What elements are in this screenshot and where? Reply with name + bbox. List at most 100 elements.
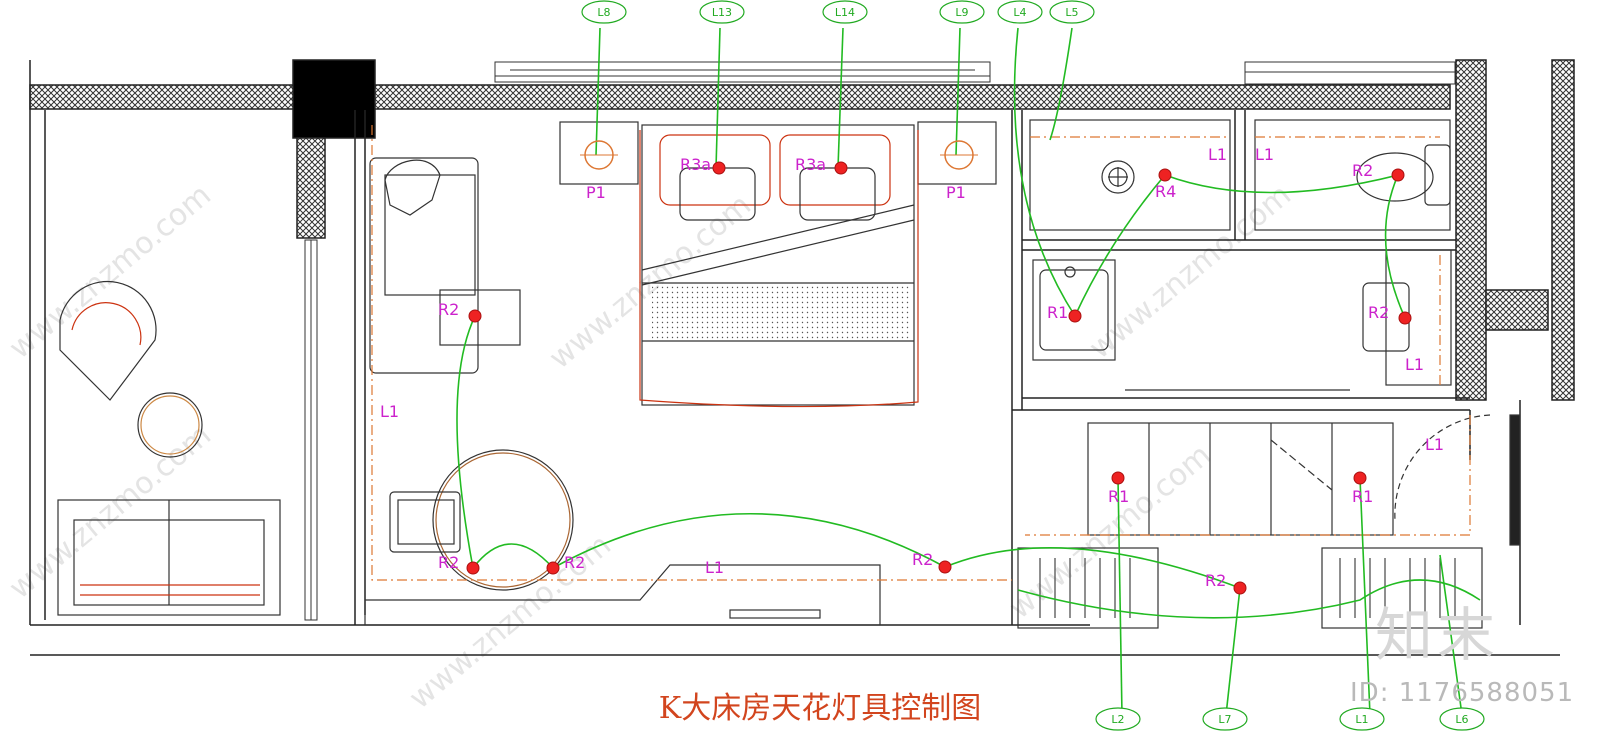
label-l1: L1: [1425, 435, 1444, 454]
round-table-icon: [432, 449, 574, 591]
wire-l8: [595, 27, 601, 156]
tag-l2-text: L2: [1111, 713, 1124, 726]
window-frames: [304, 61, 1456, 621]
wire-bath: [1074, 173, 1406, 319]
label-l1: L1: [1405, 355, 1424, 374]
right-wall-stub: [1551, 59, 1575, 401]
toilet-icon: [1356, 144, 1451, 206]
label-r4: R4: [1155, 182, 1176, 201]
watermark-layer: www.znzmo.com www.znzmo.com www.znzmo.co…: [3, 178, 1298, 717]
right-wall: [1455, 59, 1487, 401]
label-p1: P1: [586, 183, 606, 202]
column-block: [292, 59, 376, 139]
tag-l13: L13: [699, 0, 745, 24]
walls: [29, 59, 1575, 656]
right-wall-lower: [1485, 289, 1549, 331]
wire-l6: [1439, 554, 1463, 716]
fixture-symbols: [466, 140, 1412, 595]
downlight-dot: [468, 309, 482, 323]
downlight-dot: [1353, 471, 1367, 485]
wire-l5: [1049, 27, 1073, 141]
watermark-text: www.znzmo.com: [3, 418, 218, 607]
tag-l5: L5: [1049, 0, 1095, 24]
downlight-dot: [834, 161, 848, 175]
label-l1: L1: [705, 558, 724, 577]
tag-l7: L7: [1202, 707, 1248, 731]
label-r2: R2: [564, 553, 585, 572]
downlight-dot: [466, 561, 480, 575]
label-r1: R1: [1047, 303, 1068, 322]
top-wall: [29, 84, 1451, 110]
downlight-dot: [1233, 581, 1247, 595]
light-strips: [371, 125, 1471, 581]
nightstand-left: [559, 121, 639, 185]
tag-l4: L4: [997, 0, 1043, 24]
chair-icon: [384, 159, 441, 216]
left-partition-wall: [296, 137, 326, 239]
wire-l13: [715, 27, 721, 169]
wire-l1: [1359, 477, 1371, 716]
balcony-furniture: [57, 280, 281, 616]
tag-l6-text: L6: [1455, 713, 1468, 726]
image-id-label: ID: 1176588051: [1350, 678, 1575, 708]
tag-l14-text: L14: [835, 6, 855, 19]
label-p1: P1: [946, 183, 966, 202]
bathroom-fixtures: [1029, 119, 1452, 391]
sofa-icon: [369, 157, 479, 374]
tag-l8-text: L8: [597, 6, 610, 19]
sink-icon: [1032, 259, 1116, 361]
watermark-text: www.znzmo.com: [543, 188, 758, 377]
brand-logo: 知末: [1375, 601, 1500, 669]
label-r2: R2: [438, 300, 459, 319]
downlight-dot: [712, 161, 726, 175]
tag-l2: L2: [1095, 707, 1141, 731]
label-r1: R1: [1352, 487, 1373, 506]
label-r2: R2: [1205, 571, 1226, 590]
watermark-text: www.znzmo.com: [3, 178, 218, 367]
tag-l8: L8: [581, 0, 627, 24]
label-r3a: R3a: [680, 155, 711, 174]
downlight-dot: [546, 561, 560, 575]
drawing-title: K大床房天花灯具控制图: [659, 691, 981, 726]
tag-l5-text: L5: [1065, 6, 1078, 19]
bedroom-furniture: [364, 121, 997, 626]
chair-icon: [59, 280, 157, 401]
downlight-dot: [1398, 311, 1412, 325]
downlight-dot: [938, 560, 952, 574]
label-l1: L1: [380, 402, 399, 421]
tag-l7-text: L7: [1218, 713, 1231, 726]
sofa-icon: [57, 499, 281, 616]
label-r1: R1: [1108, 487, 1129, 506]
tag-l9-text: L9: [955, 6, 968, 19]
tag-l1-text: L1: [1355, 713, 1368, 726]
watermark-text: www.znzmo.com: [1003, 438, 1218, 627]
fixture-labels: P1 P1 R3a R3a R2 R2 R2 R2 R2 R2 R2 R4 R1…: [380, 145, 1444, 590]
desk: [439, 289, 521, 346]
wire-entry: [1017, 579, 1481, 619]
shower-icon: [1101, 160, 1135, 194]
tv-console: [364, 564, 881, 626]
tag-l6: L6: [1439, 707, 1485, 731]
label-l1: L1: [1255, 145, 1274, 164]
wire-bedroom: [456, 315, 1241, 589]
downlight-dot: [1111, 471, 1125, 485]
tag-l4-text: L4: [1013, 6, 1026, 19]
label-r2: R2: [1368, 303, 1389, 322]
tag-l14: L14: [822, 0, 868, 24]
wire-l2: [1117, 477, 1123, 716]
tag-l13-text: L13: [712, 6, 732, 19]
label-r2: R2: [1352, 161, 1373, 180]
bed-icon: [639, 124, 919, 408]
downlight-dot: [1068, 309, 1082, 323]
round-table-icon: [137, 392, 203, 458]
label-r2: R2: [438, 553, 459, 572]
wire-l9: [955, 27, 961, 156]
downlight-dot: [1158, 168, 1172, 182]
chair-icon: [389, 491, 461, 553]
wire-l7: [1225, 587, 1241, 716]
label-l1: L1: [1208, 145, 1227, 164]
wire-l4: [1013, 27, 1076, 317]
wire-l14: [837, 27, 844, 169]
label-r3a: R3a: [795, 155, 826, 174]
